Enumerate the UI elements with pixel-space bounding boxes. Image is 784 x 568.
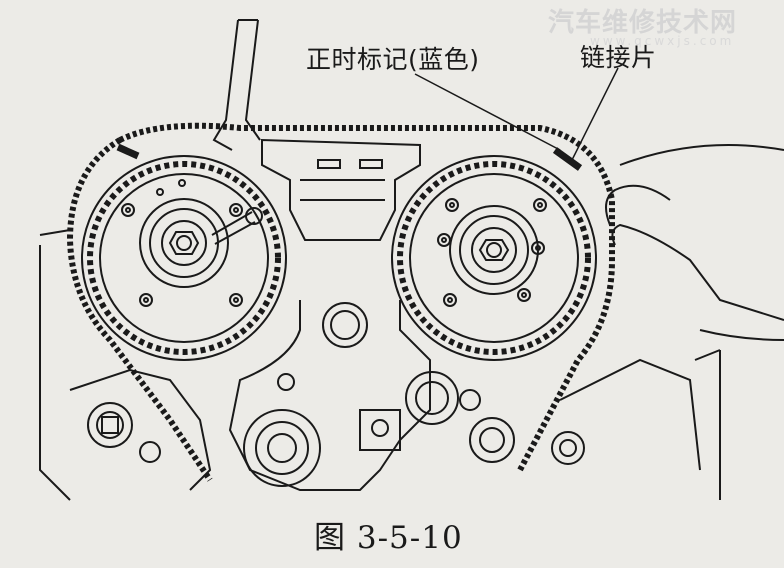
bolt-right	[551, 431, 585, 465]
figure-caption: 图 3-5-10	[314, 520, 463, 556]
idler-pulley	[322, 302, 368, 348]
left-cam-sprocket	[81, 155, 287, 361]
chain-link-label: 链接片	[580, 43, 657, 72]
timing-chain	[66, 122, 615, 482]
hand-outline	[605, 144, 784, 341]
center-housing	[261, 138, 421, 241]
tensioner-pulley	[405, 371, 459, 425]
timing-mark-label: 正时标记(蓝色)	[306, 45, 480, 74]
right-cam-sprocket	[391, 155, 597, 361]
lower-cover	[228, 300, 431, 491]
bolt-left	[87, 402, 133, 448]
marked-links-right	[552, 147, 583, 171]
lever-arm	[212, 19, 261, 151]
watermark-url: www.qcwxjs.com	[590, 34, 735, 48]
chain-link-leader	[571, 67, 619, 161]
timing-mark-leader	[414, 73, 561, 151]
marked-links-left	[116, 143, 140, 160]
crank-sprocket	[243, 409, 321, 487]
watermark-site-name: 汽车维修技术网	[548, 8, 738, 38]
engine-block-outline	[39, 229, 721, 501]
